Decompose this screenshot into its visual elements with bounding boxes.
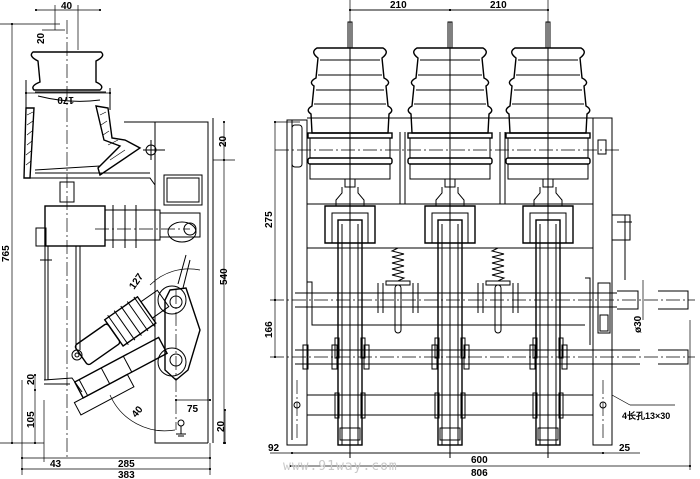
side-window <box>163 174 203 206</box>
dim-top-offset: 40 <box>61 1 73 12</box>
dim-radius: 127 <box>127 271 146 291</box>
dim-bottom-height: 20 <box>216 420 227 432</box>
dim-angle: 40 <box>130 404 146 420</box>
phase-b <box>407 21 493 459</box>
spring-2 <box>477 247 519 334</box>
dim-depth: 285 <box>118 459 135 470</box>
dim-insulator-width: 170 <box>57 94 74 105</box>
front-view: 210 210 275 166 ø30 4长孔13×30 92 600 25 8… <box>264 0 695 479</box>
upper-shaft <box>270 290 695 310</box>
dim-mounting-holes: 4长孔13×30 <box>622 410 670 421</box>
side-view: 40 20 170 20 765 540 127 20 105 75 20 40… <box>0 1 235 479</box>
dim-pitch-2: 210 <box>490 0 507 11</box>
phase-a <box>307 21 393 459</box>
lower-shaft <box>270 344 695 370</box>
dim-cover-height: 20 <box>218 135 229 147</box>
dim-left-margin: 92 <box>268 443 280 454</box>
watermark: www.91way.com <box>283 459 398 474</box>
side-fuse-assembly <box>74 289 170 366</box>
dim-lower-step: 20 <box>26 373 37 385</box>
dim-shaft-diameter: ø30 <box>633 315 644 333</box>
dim-top-height: 20 <box>36 32 47 44</box>
dim-overall-width: 806 <box>471 468 488 479</box>
dim-upper-height: 275 <box>264 211 275 228</box>
dim-overall-depth: 383 <box>118 470 135 479</box>
dim-right-margin: 25 <box>619 443 631 454</box>
dim-overall-height: 765 <box>1 245 12 262</box>
spring-1 <box>377 247 419 334</box>
dim-left-offset: 43 <box>50 459 62 470</box>
dim-shaft-spacing: 166 <box>264 321 275 338</box>
dim-plate-height: 540 <box>219 268 230 285</box>
phase-c <box>505 21 591 459</box>
dim-base-height: 105 <box>26 411 37 428</box>
dim-earth-offset: 75 <box>187 404 199 415</box>
side-insulator <box>30 51 104 91</box>
dim-hole-spacing: 600 <box>471 455 488 466</box>
dim-pitch-1: 210 <box>390 0 407 11</box>
